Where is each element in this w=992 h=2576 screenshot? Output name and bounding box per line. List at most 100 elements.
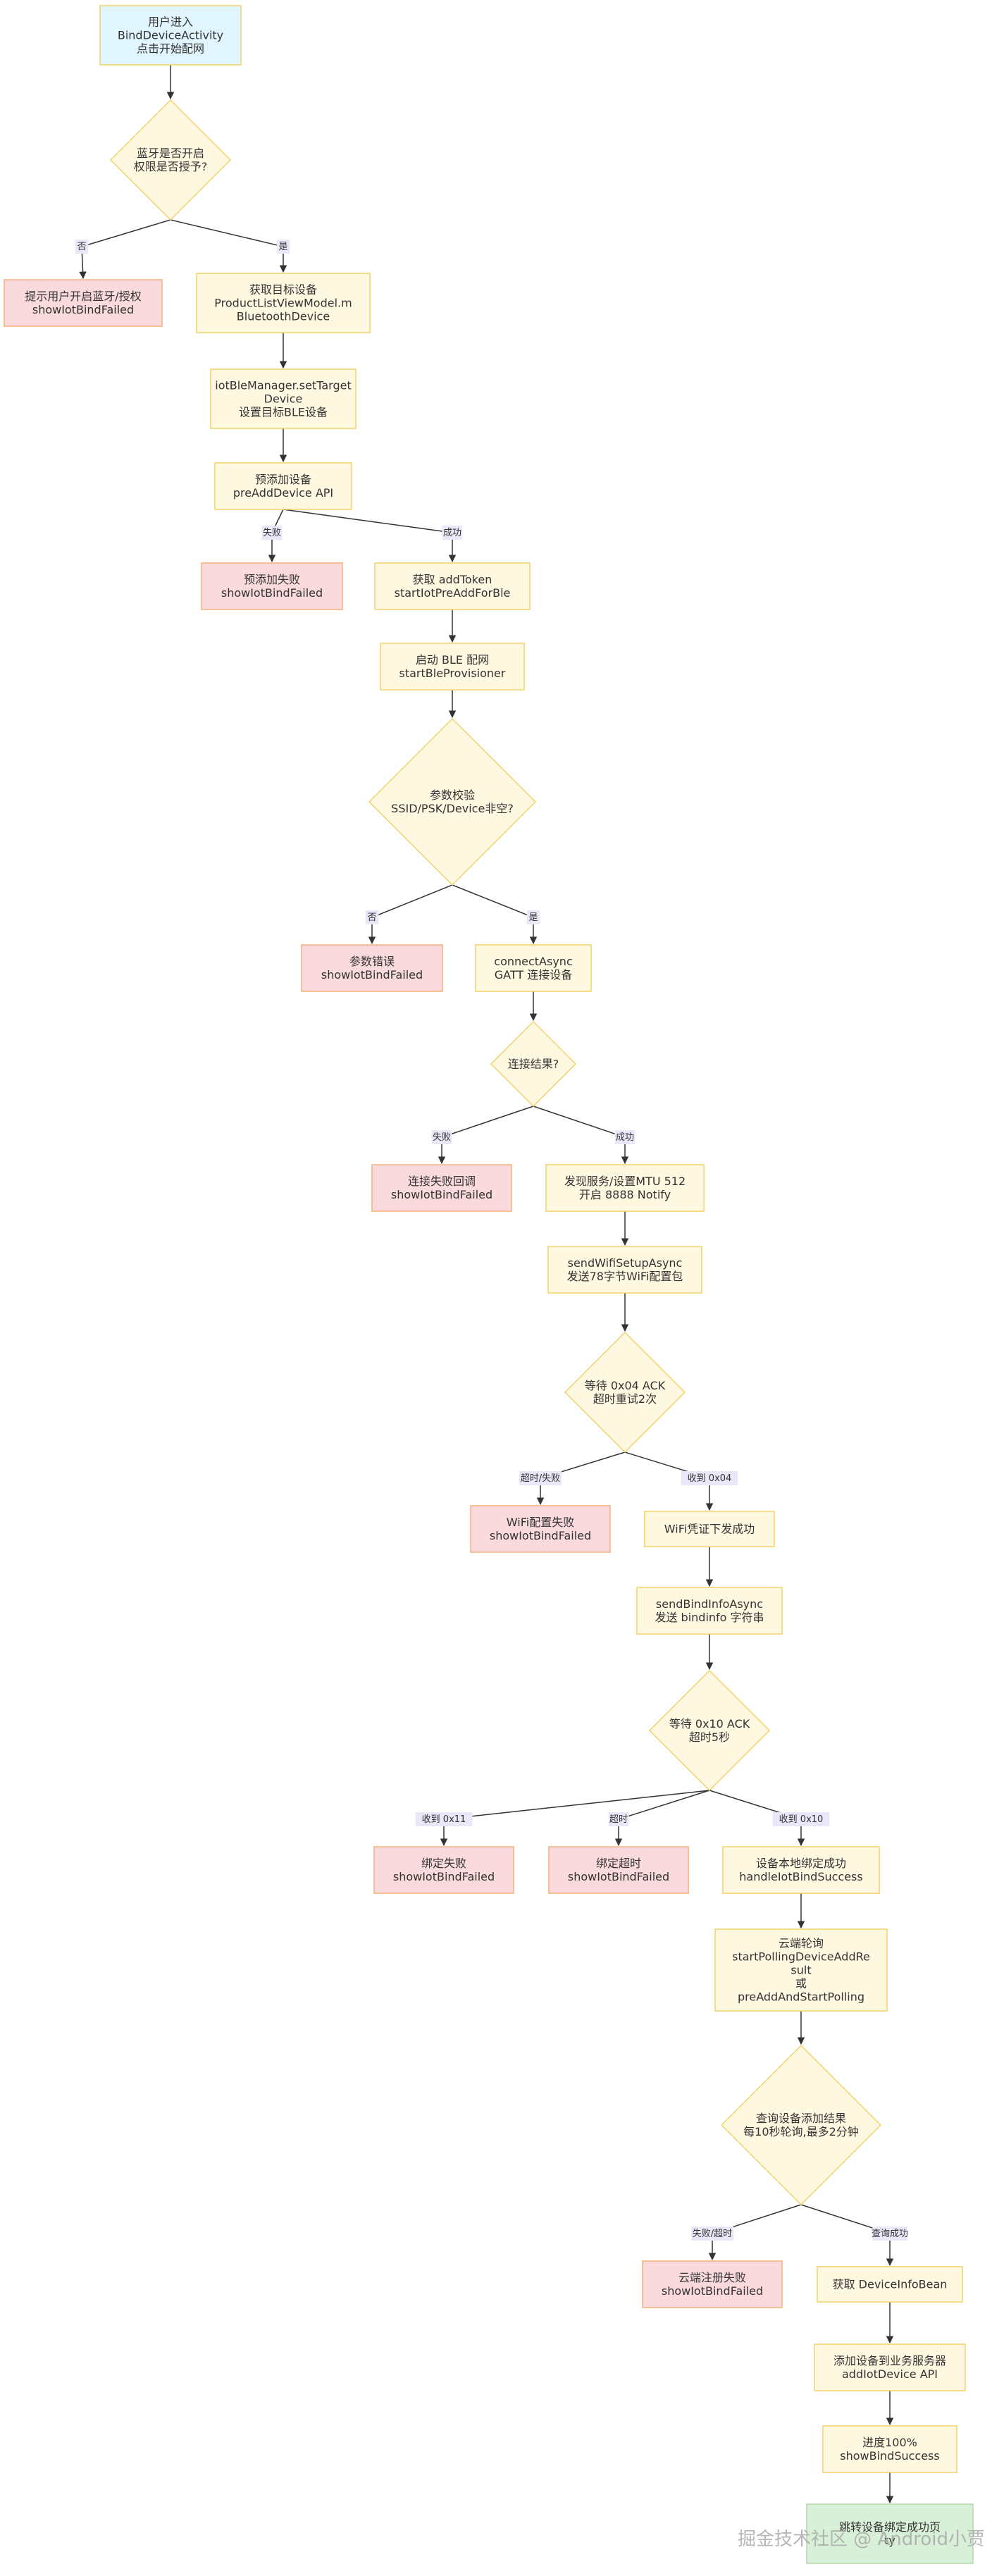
node-label-line: 用户进入 xyxy=(148,16,193,29)
node-label-line: showBindSuccess xyxy=(840,2449,939,2463)
edge-label: 查询成功 xyxy=(872,2227,908,2241)
process-box xyxy=(380,643,525,691)
node-process-n16: 进度100%showBindSuccess xyxy=(822,2425,957,2473)
edge-label: 是 xyxy=(526,910,540,924)
node-label-line: showIotBindFailed xyxy=(321,968,423,982)
edge-label: 是 xyxy=(276,240,290,254)
edge-n4-n5 xyxy=(283,509,457,563)
decision-diamond xyxy=(720,2044,882,2206)
node-label-line: startIotPreAddForBle xyxy=(395,586,511,600)
error-box xyxy=(301,944,443,992)
node-label-line: GATT 连接设备 xyxy=(495,968,572,982)
decision-diamond xyxy=(490,1020,577,1108)
process-box xyxy=(374,562,531,610)
watermark-text: 掘金技术社区 @ Android小贾 xyxy=(738,2529,985,2550)
node-label-line: 发送 bindinfo 字符串 xyxy=(655,1611,764,1624)
edge-d1-e1 xyxy=(79,219,171,280)
edge-label-bg xyxy=(681,1471,738,1485)
edge-label-text: 是 xyxy=(528,912,538,923)
node-label-line: 连接结果? xyxy=(508,1058,559,1071)
edge-label-text: 成功 xyxy=(443,528,461,538)
node-label-line: sult xyxy=(790,1964,811,1977)
node-label-line: 跳转设备绑定成功页 xyxy=(839,2520,941,2534)
edge-label: 成功 xyxy=(614,1130,636,1144)
edge-label-text: 收到 0x11 xyxy=(422,1814,466,1825)
process-box xyxy=(636,1587,783,1635)
edge-label-text: 失败 xyxy=(433,1132,451,1143)
node-label-line: 参数错误 xyxy=(349,955,395,968)
decision-diamond xyxy=(109,99,232,221)
node-process-n10: WiFi凭证下发成功 xyxy=(644,1511,775,1547)
edge-label-text: 是 xyxy=(278,242,287,252)
node-label-line: 提示用户开启蓝牙/授权 xyxy=(25,290,141,303)
node-label-line: 设置目标BLE设备 xyxy=(239,406,328,419)
node-label-line: ProductListViewModel.m xyxy=(214,297,352,310)
edge-label: 否 xyxy=(365,910,379,924)
edge-label-bg xyxy=(614,1130,636,1144)
process-box xyxy=(814,2343,966,2391)
node-label-line: startBleProvisioner xyxy=(399,667,506,680)
node-label-line: 等待 0x04 ACK xyxy=(585,1379,666,1392)
node-label-line: 等待 0x10 ACK xyxy=(669,1717,750,1730)
nodes-layer: 用户进入BindDeviceActivity点击开始配网蓝牙是否开启权限是否授予… xyxy=(4,5,974,2564)
node-label-line: 添加设备到业务服务器 xyxy=(833,2354,946,2367)
edge-label-bg xyxy=(691,2227,733,2241)
edge-label-text: 查询成功 xyxy=(872,2229,908,2239)
edge-label-bg xyxy=(526,910,540,924)
node-label-line: showIotBindFailed xyxy=(391,1188,492,1201)
edge-label-bg xyxy=(431,1130,452,1144)
node-label-line: 连接失败回调 xyxy=(408,1175,476,1188)
process-box xyxy=(196,273,371,333)
start-box xyxy=(99,5,242,66)
node-label-line: iotBleManager.setTarget xyxy=(215,379,351,392)
node-label-line: showIotBindFailed xyxy=(393,1870,495,1883)
edge-label-bg xyxy=(276,240,290,254)
node-label-line: 发送78字节WiFi配置包 xyxy=(567,1270,683,1283)
node-label-line: 开启 8888 Notify xyxy=(579,1188,671,1201)
process-box xyxy=(475,944,592,992)
node-label-line: 发现服务/设置MTU 512 xyxy=(564,1175,686,1188)
node-label-line: addIotDevice API xyxy=(842,2367,938,2381)
edge-label-bg xyxy=(261,526,283,540)
edge-d2-n7 xyxy=(452,884,538,945)
edge-d3-n8 xyxy=(533,1106,629,1165)
process-box xyxy=(644,1511,775,1547)
node-label-line: 获取目标设备 xyxy=(249,283,317,297)
edge-label-bg xyxy=(772,1812,830,1826)
node-label-line: connectAsync xyxy=(494,955,572,968)
node-label-line: showIotBindFailed xyxy=(568,1870,669,1883)
edge-label-bg xyxy=(415,1812,473,1826)
process-box xyxy=(822,2425,957,2473)
process-box xyxy=(817,2266,963,2303)
edge-label: 收到 0x11 xyxy=(415,1812,473,1826)
node-label-line: 或 xyxy=(795,1977,807,1990)
node-label-line: 每10秒轮询,最多2分钟 xyxy=(743,2125,859,2138)
node-label-line: 获取 DeviceInfoBean xyxy=(833,2278,948,2291)
edge-label-bg xyxy=(608,1812,629,1826)
node-label-line: showIotBindFailed xyxy=(490,1529,591,1542)
edge-label-text: 否 xyxy=(77,242,86,252)
error-box xyxy=(371,1164,512,1212)
error-box xyxy=(373,1846,514,1894)
edge-label-text: 失败 xyxy=(263,528,281,538)
node-label-line: 权限是否授予? xyxy=(134,160,208,173)
node-label-line: sendBindInfoAsync xyxy=(656,1597,763,1611)
